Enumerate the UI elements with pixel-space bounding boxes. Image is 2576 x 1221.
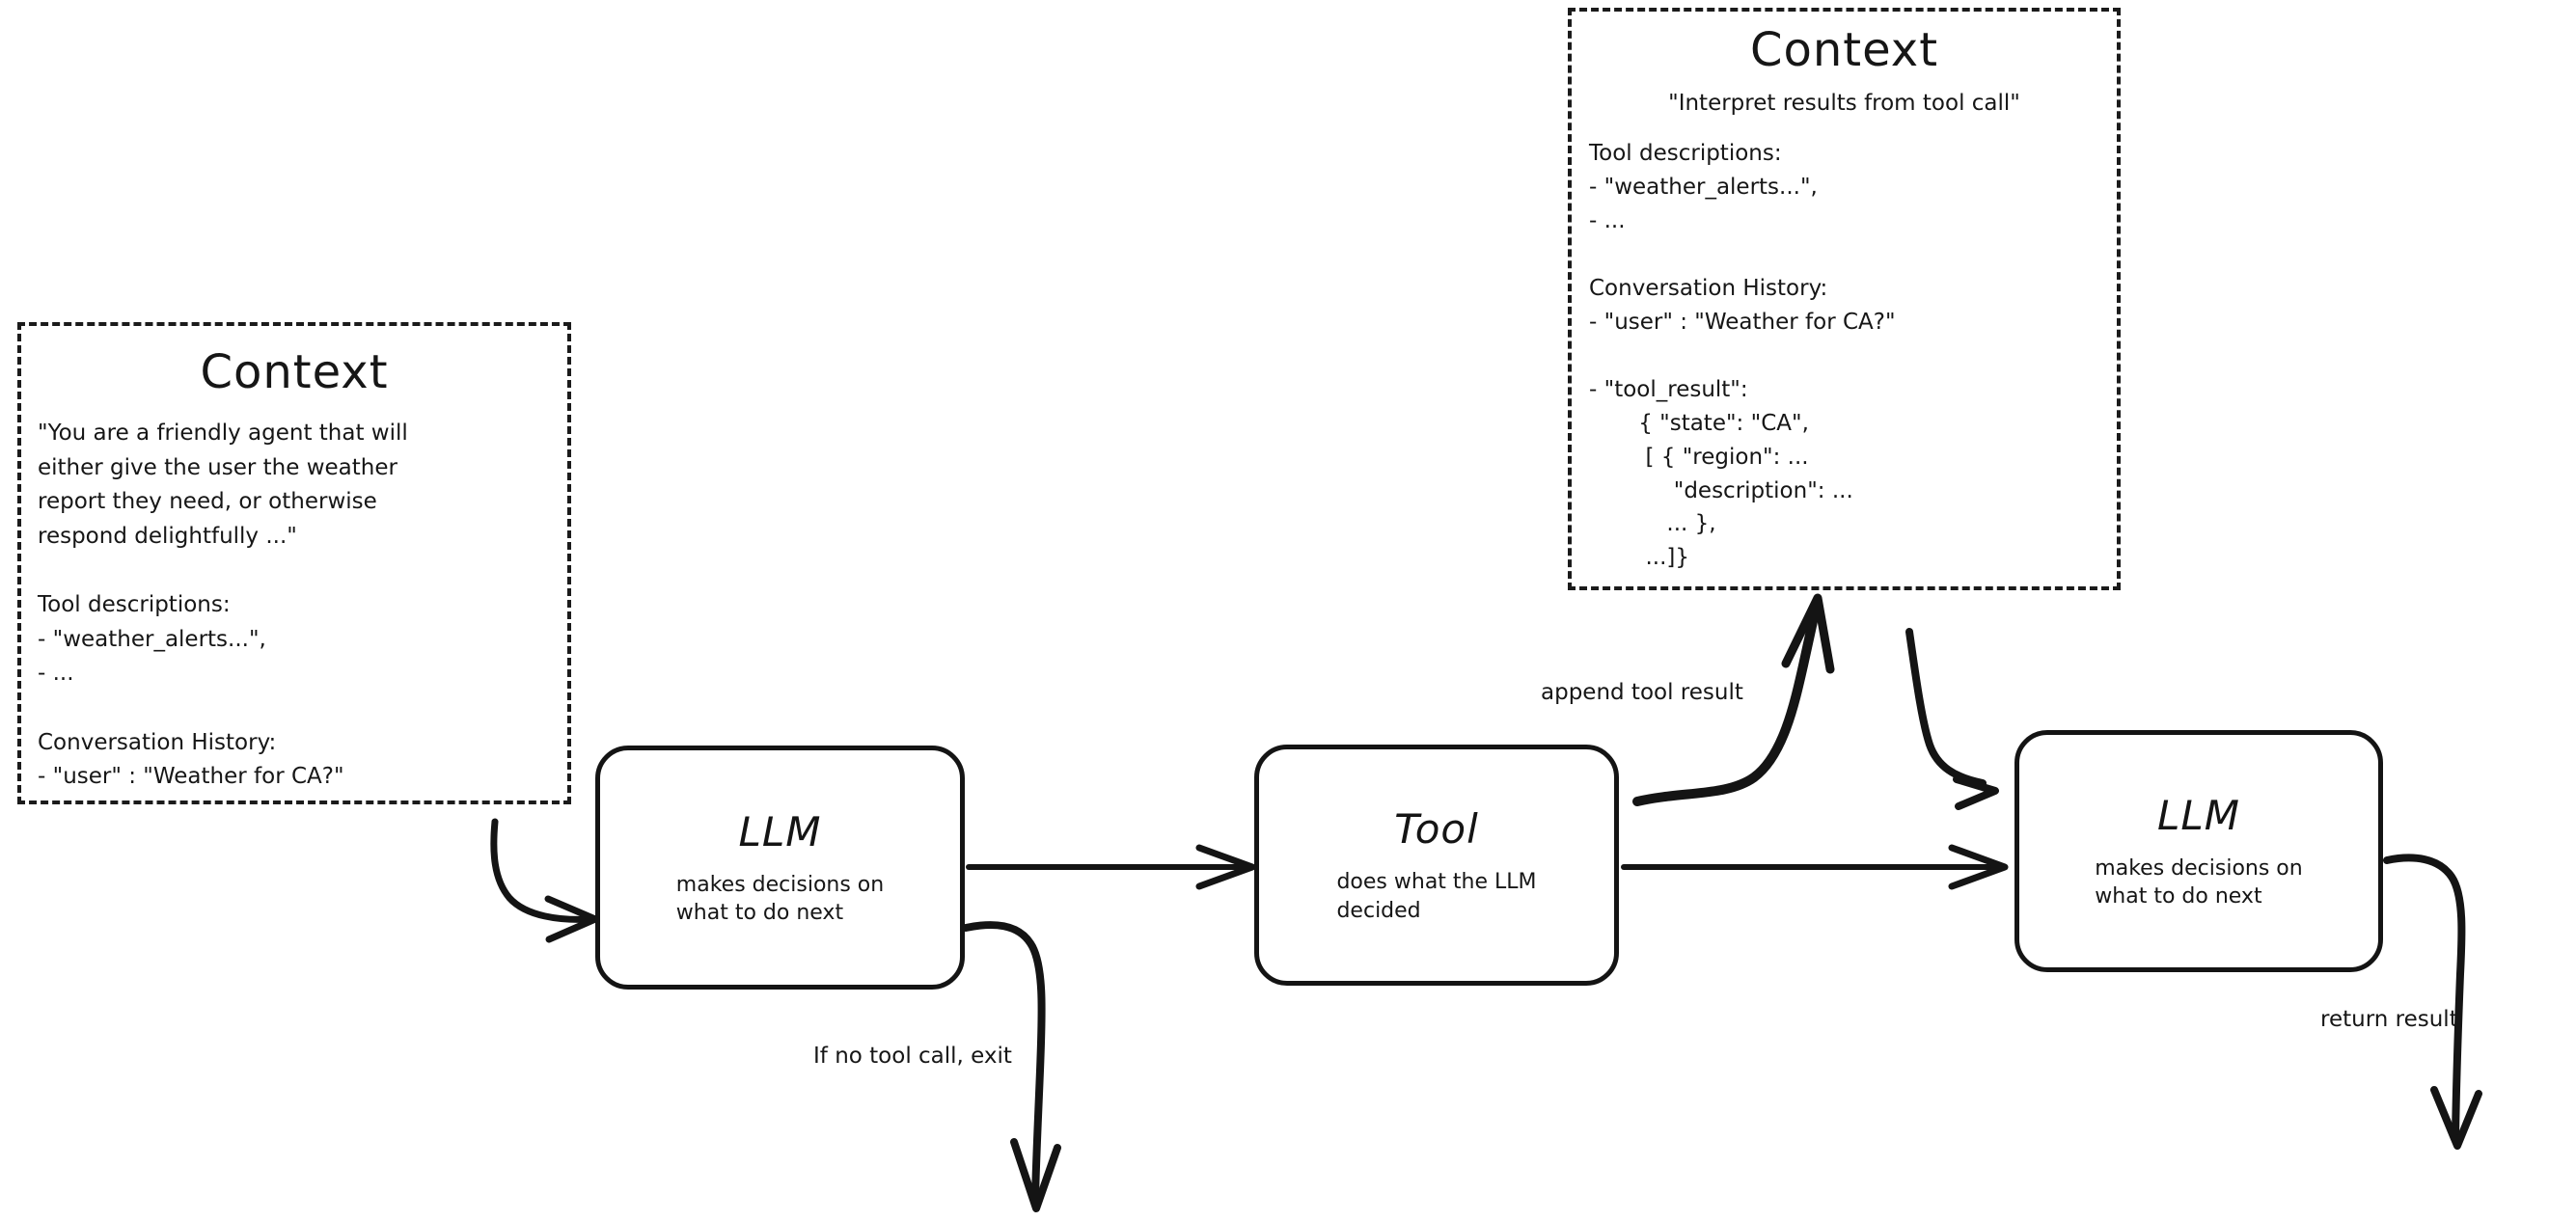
context-right-body: Tool descriptions: - "weather_alerts..."… — [1572, 116, 2117, 575]
arrow-llm1-to-tool — [966, 844, 1256, 890]
edge-label-return-result: return result — [2320, 1007, 2458, 1032]
node-tool[interactable]: Tool does what the LLM decided — [1254, 745, 1619, 986]
context-box-initial: Context "You are a friendly agent that w… — [17, 322, 571, 804]
node-llm-second-title: LLM — [2156, 791, 2241, 839]
node-llm-first-subtitle: makes decisions on what to do next — [675, 872, 885, 925]
node-llm-second-subtitle: makes decisions on what to do next — [2095, 855, 2303, 909]
edge-label-exit: If no tool call, exit — [813, 1044, 1012, 1069]
node-llm-first[interactable]: LLM makes decisions on what to do next — [595, 746, 965, 990]
context-left-text: "You are a friendly agent that will eith… — [38, 421, 408, 790]
node-tool-title: Tool — [1394, 805, 1479, 854]
context-right-headline: "Interpret results from tool call" — [1668, 91, 2020, 116]
node-llm-first-title: LLM — [738, 807, 822, 855]
arrow-context-to-llm1 — [490, 818, 599, 943]
context-left-title: Context — [200, 345, 389, 399]
arrow-tool-to-llm2 — [1621, 844, 2009, 890]
node-tool-subtitle: does what the LLM decided — [1336, 870, 1537, 923]
arrow-llm2-return — [2383, 854, 2482, 1150]
arrow-context-to-llm2 — [1905, 628, 1999, 810]
context-right-title: Context — [1749, 23, 1939, 77]
context-left-body: "You are a friendly agent that will eith… — [21, 399, 567, 795]
edge-label-append-tool-result: append tool result — [1541, 680, 1743, 705]
node-llm-second[interactable]: LLM makes decisions on what to do next — [2014, 730, 2383, 972]
context-right-text: Tool descriptions: - "weather_alerts..."… — [1589, 141, 1896, 571]
context-box-after-tool: Context "Interpret results from tool cal… — [1568, 8, 2121, 590]
